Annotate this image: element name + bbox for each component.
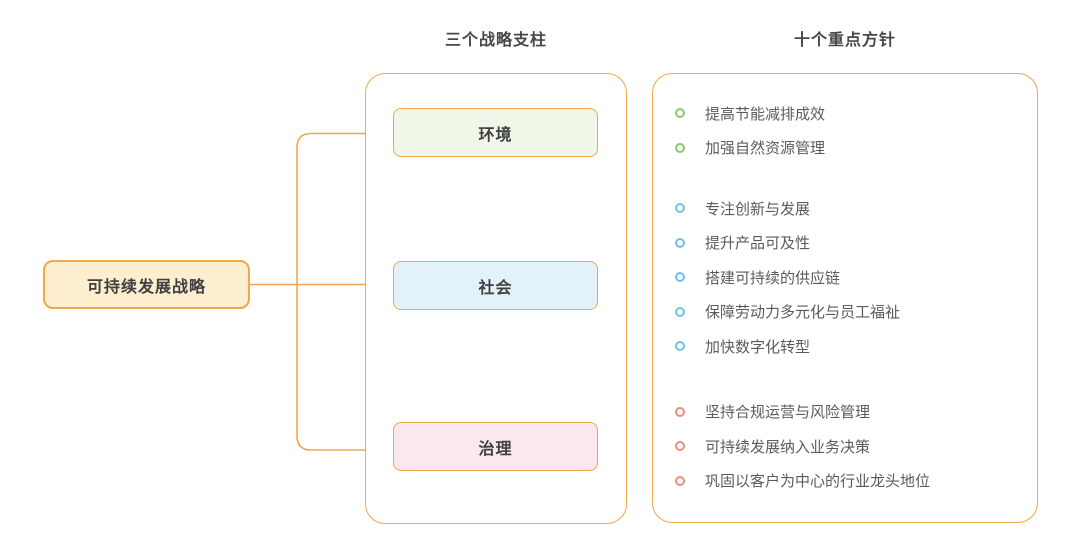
policy-label: 坚持合规运营与风险管理 (705, 404, 871, 422)
bullet-circle-icon (675, 142, 685, 153)
policy-item: 可持续发展纳入业务决策 (675, 429, 1035, 464)
policy-item: 提高节能减排成效 (675, 96, 1035, 131)
policies-section-title: 十个重点方针 (793, 32, 896, 49)
bullet-circle-icon (675, 406, 685, 417)
policy-item: 专注创新与发展 (675, 191, 1035, 226)
policy-label: 巩固以客户为中心的行业龙头地位 (705, 473, 931, 491)
policy-item: 巩固以客户为中心的行业龙头地位 (675, 464, 1035, 499)
bullet-circle-icon (675, 108, 685, 119)
policy-label: 加强自然资源管理 (705, 140, 826, 158)
policy-list: 提高节能减排成效 加强自然资源管理 专注创新与发展 提升产品可及性 搭建可持续的… (675, 96, 1035, 498)
policy-item: 加强自然资源管理 (675, 131, 1035, 166)
policies-boundary-box (652, 73, 1038, 523)
bullet-circle-icon (675, 341, 685, 352)
policy-item: 加快数字化转型 (675, 329, 1035, 364)
pillar-box-governance: 治理 (393, 422, 598, 471)
policy-label: 提升产品可及性 (705, 235, 811, 253)
bullet-circle-icon (675, 441, 685, 452)
policy-item: 坚持合规运营与风险管理 (675, 395, 1035, 430)
policy-group-governance: 坚持合规运营与风险管理 可持续发展纳入业务决策 巩固以客户为中心的行业龙头地位 (675, 395, 1035, 499)
policy-label: 提高节能减排成效 (705, 105, 826, 123)
policy-group-society: 专注创新与发展 提升产品可及性 搭建可持续的供应链 保障劳动力多元化与员工福祉 … (675, 191, 1035, 364)
policy-label: 搭建可持续的供应链 (705, 269, 841, 287)
policy-label: 可持续发展纳入业务决策 (705, 438, 871, 456)
pillar-box-society: 社会 (393, 261, 598, 310)
policy-item: 保障劳动力多元化与员工福祉 (675, 295, 1035, 330)
policy-group-environment: 提高节能减排成效 加强自然资源管理 (675, 96, 1035, 165)
policy-label: 保障劳动力多元化与员工福祉 (705, 304, 901, 322)
bullet-circle-icon (675, 272, 685, 283)
bullet-circle-icon (675, 203, 685, 214)
connector-bracket-env-gov (296, 132, 365, 451)
root-node-sustainability-strategy: 可持续发展战略 (43, 260, 250, 309)
bullet-circle-icon (675, 237, 685, 248)
policy-item: 提升产品可及性 (675, 226, 1035, 261)
policy-label: 专注创新与发展 (705, 200, 811, 218)
bullet-circle-icon (675, 475, 685, 486)
pillars-section-title: 三个战略支柱 (444, 32, 547, 49)
policy-label: 加快数字化转型 (705, 338, 811, 356)
pillar-box-environment: 环境 (393, 108, 598, 157)
policy-item: 搭建可持续的供应链 (675, 260, 1035, 295)
bullet-circle-icon (675, 306, 685, 317)
